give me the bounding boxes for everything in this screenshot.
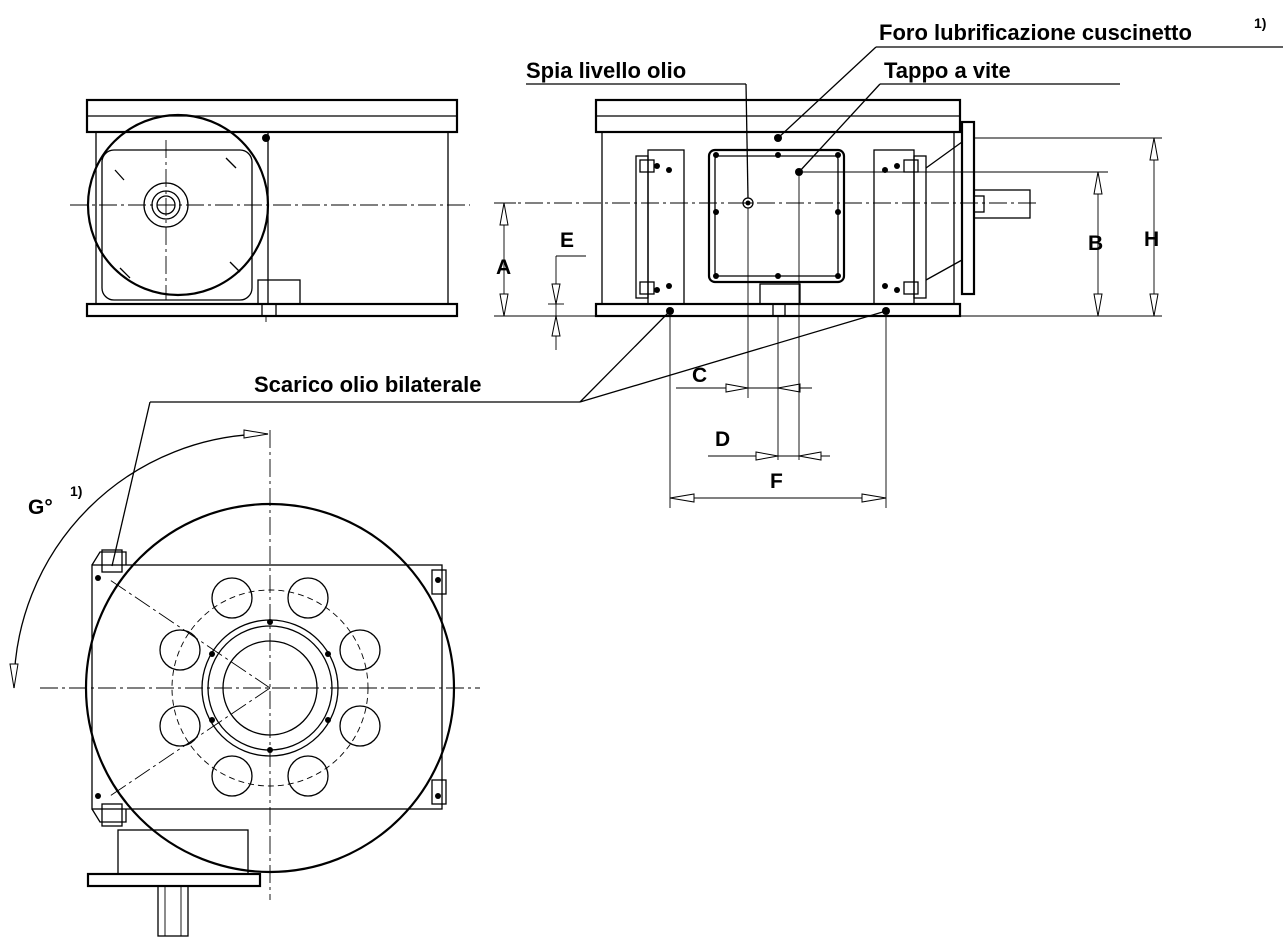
dim-a-label: A (496, 256, 511, 279)
dim-h-label: H (1144, 228, 1159, 251)
dim-f-label: F (770, 470, 783, 493)
oil-drain-label: Scarico olio bilaterale (254, 372, 481, 397)
front-view (496, 98, 1040, 318)
dimension-labels: A B H E C D F G° 1) (28, 228, 1159, 519)
top-view (9, 429, 480, 937)
bearing-lube-hole-label: Foro lubrificazione cuscinetto (879, 20, 1192, 45)
callout-labels: Foro lubrificazione cuscinetto 1) Spia l… (254, 15, 1266, 397)
leader-lines (111, 46, 1283, 567)
dim-d-label: D (715, 428, 730, 451)
dim-g-note: 1) (70, 483, 82, 499)
dim-e-label: E (560, 229, 574, 252)
dim-g-label: G° (28, 496, 53, 519)
bearing-lube-hole-note: 1) (1254, 15, 1266, 31)
screw-plug-label: Tappo a vite (884, 58, 1011, 83)
dim-c-label: C (692, 364, 707, 387)
dim-b-label: B (1088, 232, 1103, 255)
dimension-lines (494, 137, 1162, 508)
left-side-view (70, 98, 470, 322)
oil-sight-glass-label: Spia livello olio (526, 58, 686, 83)
